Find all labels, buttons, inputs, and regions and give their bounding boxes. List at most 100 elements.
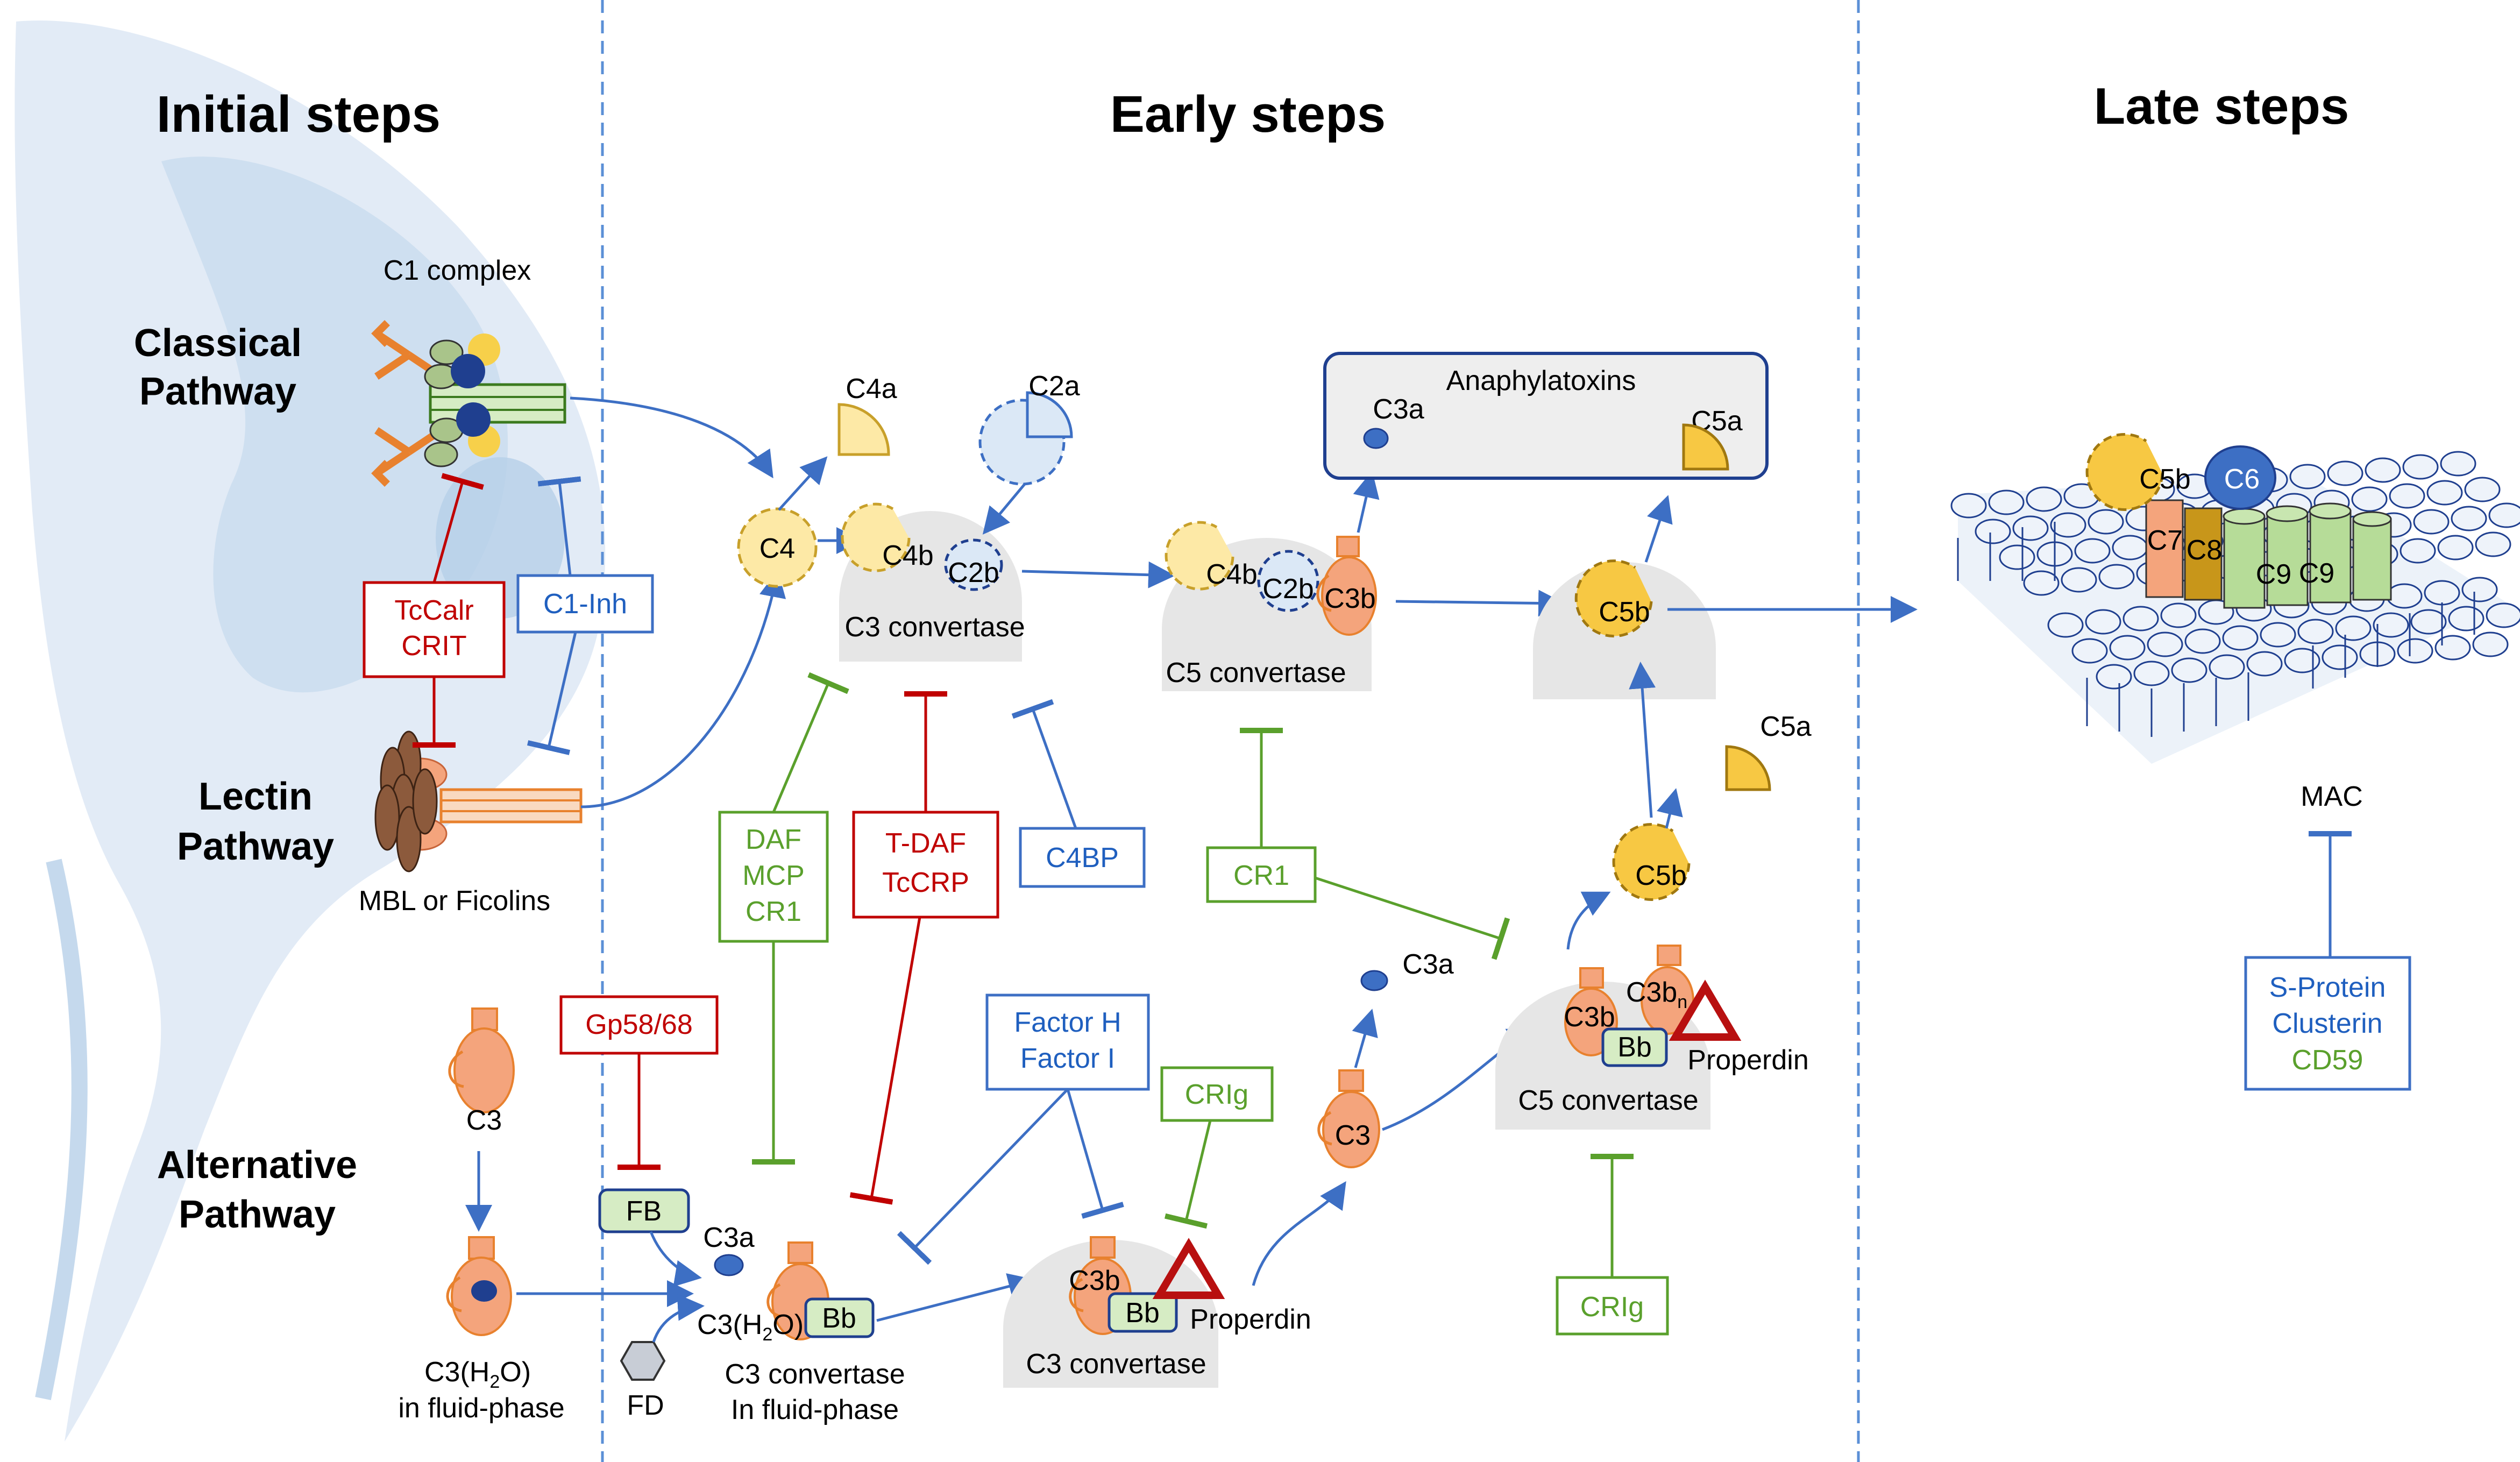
c2b-c5-icon xyxy=(1257,550,1319,612)
header-initial-steps: Initial steps xyxy=(157,86,441,143)
alternative-pathway-label-2: Pathway xyxy=(179,1193,336,1236)
header-late-steps: Late steps xyxy=(2094,77,2349,135)
bb-alt-box xyxy=(1108,1292,1178,1333)
c4bp-box xyxy=(1019,827,1146,888)
c2b-c5-label: C2b xyxy=(1262,573,1314,605)
c3-icon xyxy=(448,1007,515,1113)
c3b-alt-label: C3b xyxy=(1069,1265,1120,1296)
c9-label-1: C9 xyxy=(2256,559,2291,590)
c9-label-2: C9 xyxy=(2299,558,2334,589)
c5b-lower-label: C5b xyxy=(1635,860,1686,891)
classical-pathway-label-1: Classical xyxy=(134,322,302,365)
c3b-c5alt-label: C3b xyxy=(1564,1002,1615,1033)
lipid-head xyxy=(2088,509,2124,535)
crig-1-box xyxy=(1160,1066,1274,1122)
c4-label: C4 xyxy=(759,533,795,564)
lipid-head xyxy=(2184,628,2221,654)
c3b-c5alt-icon xyxy=(1564,945,1694,1056)
c4b-c5-icon xyxy=(1165,521,1234,591)
lectin-pathway-label-1: Lectin xyxy=(198,775,313,818)
lipid-head xyxy=(2096,664,2132,690)
lipid-head xyxy=(2071,638,2108,664)
c5a-lower-label: C5a xyxy=(1760,711,1811,742)
c3h2o-conv-label: C3(H2O) xyxy=(697,1309,804,1345)
lipid-head xyxy=(2284,648,2320,673)
tccrp-label: TcCRP xyxy=(882,867,969,898)
fd-label: FD xyxy=(627,1390,664,1421)
c3a-fluid-label: C3a xyxy=(703,1222,754,1253)
lipid-head xyxy=(2437,535,2474,560)
lipid-head xyxy=(2426,480,2463,506)
lipid-head xyxy=(1975,519,2011,544)
c4b-c5-label: C4b xyxy=(1206,559,1257,590)
lipid-head xyxy=(2297,619,2334,644)
properdin-c5alt-icon xyxy=(1669,980,1742,1041)
cr1-label: CR1 xyxy=(746,896,801,927)
c4a-icon xyxy=(837,403,890,456)
lipid-head xyxy=(2402,454,2439,480)
c6-label: C6 xyxy=(2224,464,2260,495)
lipid-head xyxy=(2373,612,2409,638)
c3a-anaphyl-icon xyxy=(1363,428,1389,449)
mac-label: MAC xyxy=(2301,781,2363,812)
lipid-head xyxy=(2365,457,2401,483)
fd-icon xyxy=(620,1341,666,1381)
crig-1-label: CRIg xyxy=(1185,1079,1248,1110)
fb-box xyxy=(598,1188,690,1233)
lipid-head xyxy=(2472,631,2509,657)
lipid-head xyxy=(2171,657,2207,683)
properdin-alt-label: Properdin xyxy=(1190,1304,1311,1335)
daf-mcp-cr1-box xyxy=(718,811,829,943)
lipid-head xyxy=(2160,602,2197,628)
c5a-lower-icon xyxy=(1725,745,1771,791)
header-early-steps: Early steps xyxy=(1110,86,1386,143)
lipid-head xyxy=(2109,635,2146,661)
c3a-anaphyl-label: C3a xyxy=(1373,394,1424,425)
t-daf-label: T-DAF xyxy=(885,828,966,859)
tccalr-label: TcCalr xyxy=(394,595,473,626)
c3a-alt-label: C3a xyxy=(1402,949,1453,980)
c3b-c5-label: C3b xyxy=(1324,583,1375,614)
lipid-head xyxy=(2222,625,2259,651)
cd59-label: CD59 xyxy=(2292,1045,2363,1076)
c4bp-label: C4BP xyxy=(1046,842,1119,874)
lipid-head xyxy=(2289,464,2326,489)
gp58-68-box xyxy=(559,995,719,1055)
lectin-pathway-label-2: Pathway xyxy=(177,825,334,868)
lipid-head xyxy=(2061,567,2097,593)
lipid-head xyxy=(2424,580,2460,606)
mbl-ficolins-icon xyxy=(374,730,583,872)
gp58-68-label: Gp58/68 xyxy=(585,1009,693,1040)
lipid-head xyxy=(2209,654,2245,680)
lipid-head xyxy=(2335,615,2372,641)
lipid-head xyxy=(2440,451,2476,477)
lipid-head xyxy=(2260,622,2296,648)
lipid-head xyxy=(2327,460,2363,486)
lipid-head xyxy=(2434,635,2471,661)
c2b-icon xyxy=(944,538,1003,591)
lipid-head xyxy=(2410,609,2447,635)
c4-icon xyxy=(737,507,818,588)
bb-c5alt-label: Bb xyxy=(1617,1032,1652,1063)
cr1-b-box xyxy=(1206,846,1317,903)
c2b-label: C2b xyxy=(948,557,999,588)
c3-label: C3 xyxy=(466,1105,502,1136)
s-protein-label: S-Protein xyxy=(2269,972,2386,1003)
lipid-head xyxy=(2488,502,2520,528)
c4b-label: C4b xyxy=(882,540,933,571)
c4a-label: C4a xyxy=(846,373,897,404)
lipid-head xyxy=(2322,644,2358,670)
c1-inh-box xyxy=(516,574,654,634)
fluid-phase-label: in fluid-phase xyxy=(398,1393,564,1424)
lipid-head xyxy=(2413,509,2450,535)
c3-conv-fluid-label-2: In fluid-phase xyxy=(731,1394,899,1425)
c8-label: C8 xyxy=(2187,535,2222,566)
c3-convertase-label: C3 convertase xyxy=(844,612,1025,643)
cr1-b-label: CR1 xyxy=(1233,860,1289,891)
c5b-lower-icon xyxy=(1612,822,1691,901)
lipid-head xyxy=(2133,661,2170,686)
c3b-c5-icon xyxy=(1316,536,1377,636)
lipid-head xyxy=(2461,577,2498,602)
lipid-head xyxy=(1999,544,2035,570)
